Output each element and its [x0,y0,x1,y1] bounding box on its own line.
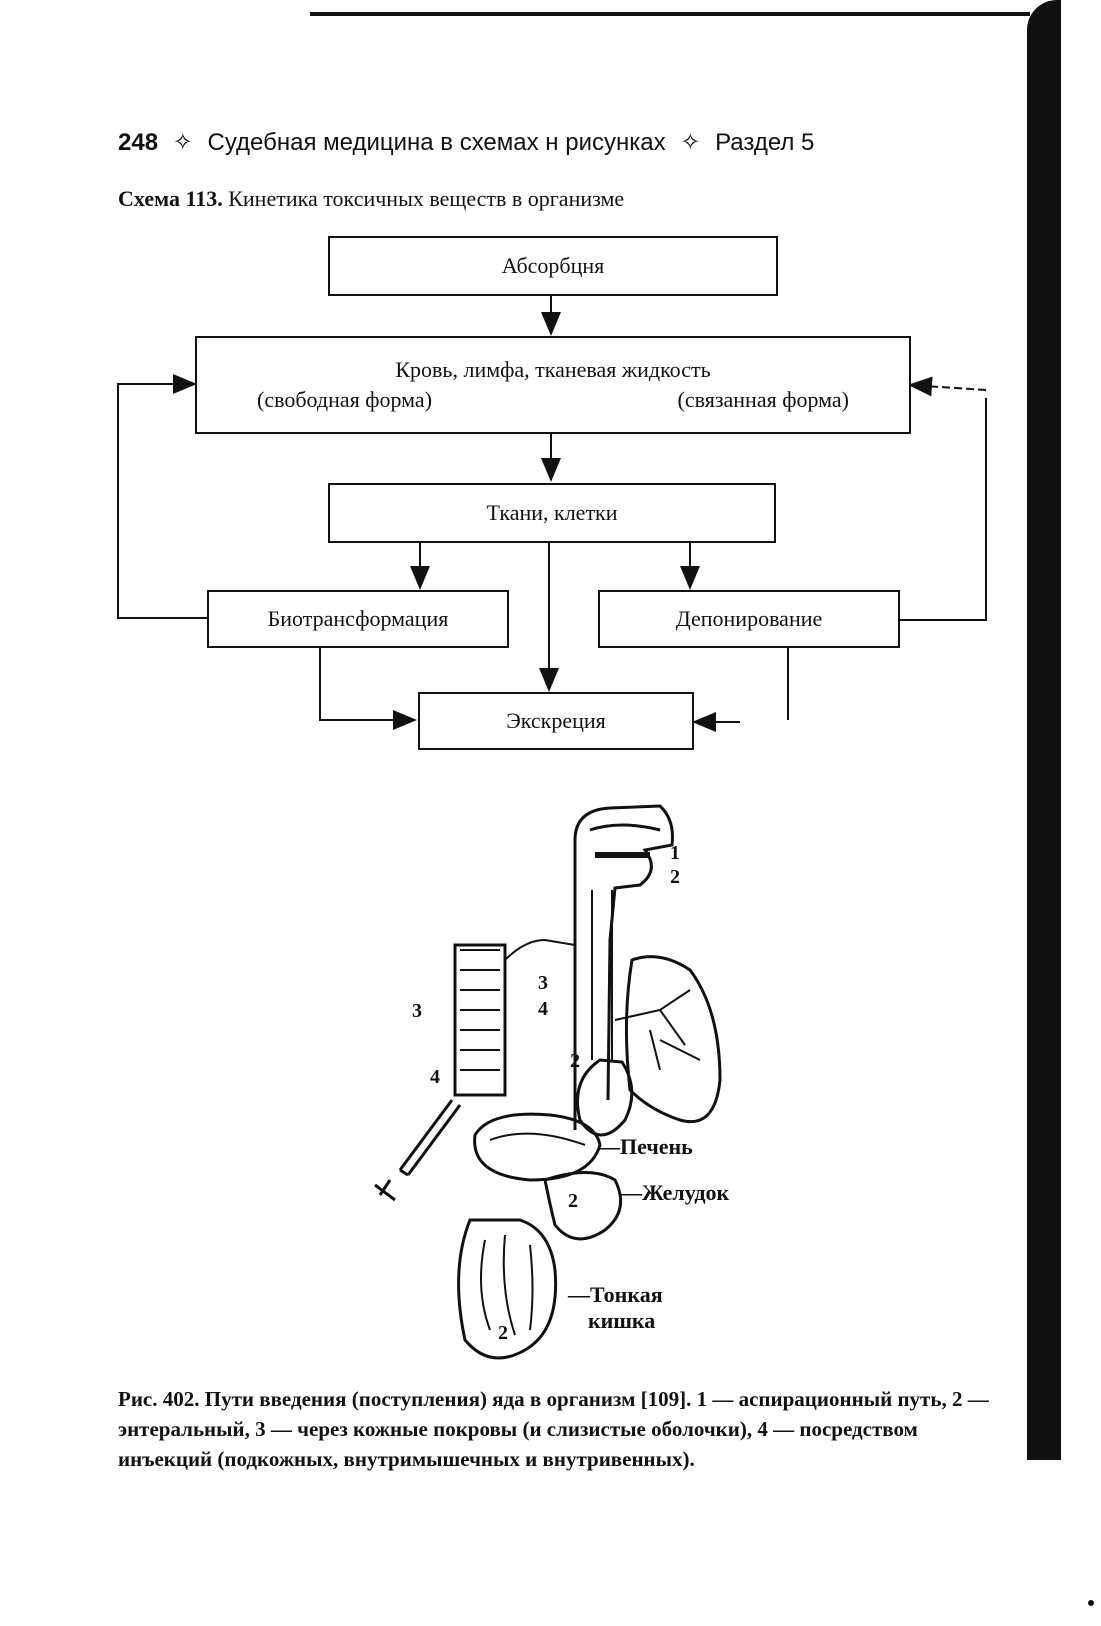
label-liver-text: Печень [620,1134,693,1159]
stomach-outline [543,1171,623,1241]
route-label-3-skin: 3 [412,1000,422,1022]
route-label-1: 1 [670,842,680,864]
page-top-rule [310,12,1030,16]
lung-outline [624,955,722,1123]
box-excretion-label: Экскреция [506,708,606,733]
route-label-2-intestine: 2 [498,1322,508,1344]
scheme-connectors [117,294,987,732]
route-label-2-stomach: 2 [568,1190,578,1212]
box-biotransformation-label: Биотрансформация [267,606,449,631]
running-header: 248 ✧ Судебная медицина в схемах н рисун… [118,128,814,157]
route-label-4-injection: 4 [430,1066,440,1088]
airway-outline [573,804,674,1130]
heart-outline [576,1058,634,1137]
page-corner-dot [1088,1600,1094,1606]
intestine-outline [457,1218,558,1360]
anatomy-illustration [374,804,722,1360]
route-label-4: 4 [538,998,548,1020]
route-label-3: 3 [538,972,548,994]
box-excretion: Экскреция [418,692,694,750]
page-right-edge-shadow [1027,0,1061,1460]
separator-icon: ✧ [680,129,701,156]
box-absorption-label: Абсорбцня [501,253,605,278]
scheme-number: Схема 113. [118,186,223,211]
syringe-icon [374,1099,462,1202]
label-small-intestine: —Тонкая кишка [568,1282,663,1333]
figure-caption: Рис. 402. Пути введения (поступления) яд… [118,1387,989,1471]
label-small-intestine-line1: Тонкая [590,1282,663,1307]
liver-outline [473,1112,602,1182]
page-edge-mark [1052,1310,1058,1400]
box-tissues-label: Ткани, клетки [486,500,618,525]
bound-form-label: (связанная форма) [677,387,849,412]
label-stomach: —Желудок [620,1180,730,1205]
section-label: Раздел 5 [715,129,815,156]
label-liver: —Печень [598,1134,693,1159]
label-stomach-text: Желудок [642,1180,730,1205]
route-label-2-heart: 2 [570,1050,580,1072]
box-absorption: Абсорбцня [328,236,778,296]
page-number: 248 [118,129,159,156]
box-blood-label: Кровь, лимфа, тканевая жидкость [395,357,711,382]
box-tissues: Ткани, клетки [328,483,776,543]
separator-icon: ✧ [172,129,193,156]
box-biotransformation: Биотрансформация [207,590,509,648]
scheme-title-text: Кинетика токсичных веществ в организме [228,186,625,211]
label-small-intestine-line2: кишка [588,1308,656,1333]
scheme-title: Схема 113. Кинетика токсичных веществ в … [118,186,624,212]
skin-block [453,943,507,1097]
route-label-2: 2 [670,866,680,888]
free-form-label: (свободная форма) [257,387,433,412]
book-title: Судебная медицина в схемах н рисунках [207,129,666,156]
box-blood-lymph: Кровь, лимфа, тканевая жидкость (свободн… [195,336,911,434]
box-deposition-label: Депонирование [675,606,823,631]
box-deposition: Депонирование [598,590,900,648]
